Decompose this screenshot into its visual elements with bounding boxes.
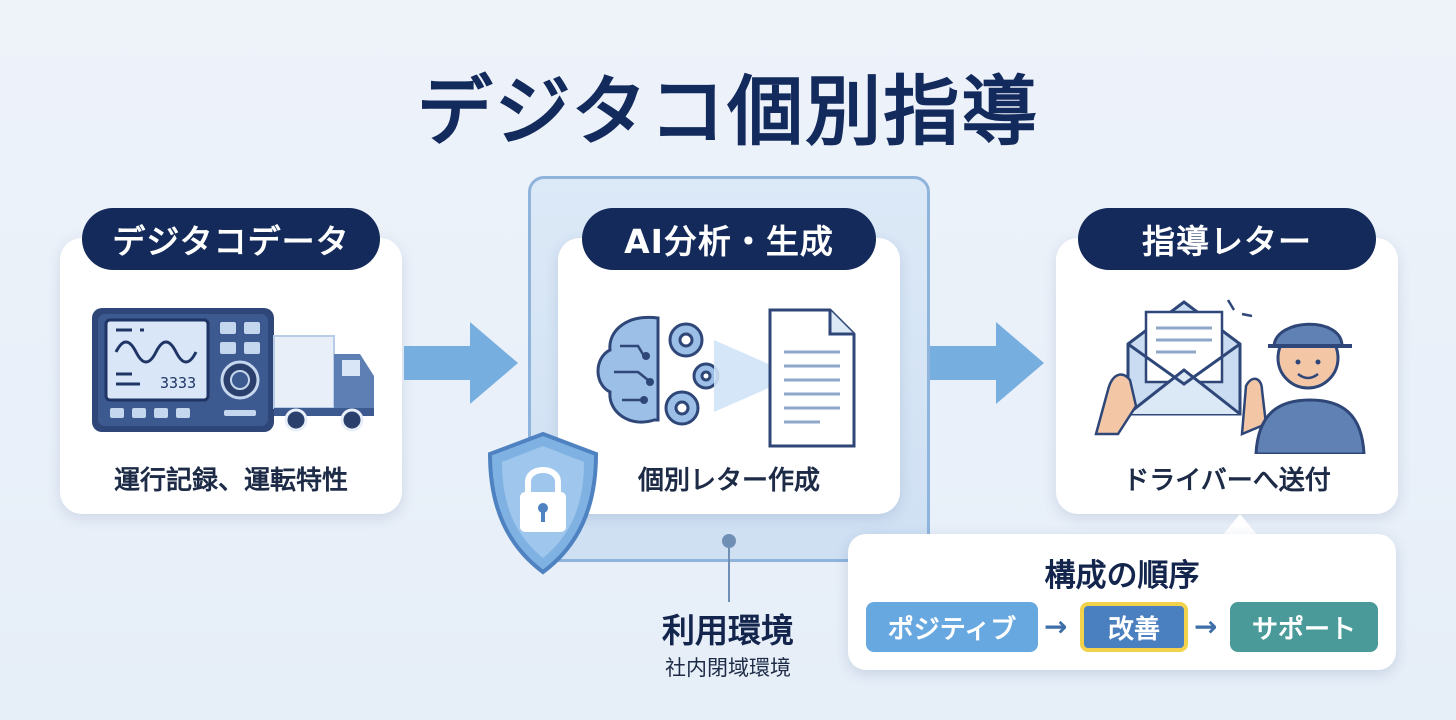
step-label-letter: 指導レター xyxy=(1078,208,1376,270)
flow-arrow-icon xyxy=(930,322,1044,404)
step-label-digitacho: デジタコデータ xyxy=(82,208,380,270)
callout-notch xyxy=(1222,514,1258,536)
device-display-number: 3333 xyxy=(160,374,196,392)
order-arrow: → xyxy=(1194,610,1218,643)
environment-title: 利用環境 xyxy=(662,611,794,650)
card-digitacho-data: 3333 運行記録、運転特性 xyxy=(60,238,402,514)
card-caption: 個別レター作成 xyxy=(637,466,820,496)
order-arrow: → xyxy=(1044,610,1068,643)
driver-avatar-icon xyxy=(1254,322,1366,454)
order-step-positive: ポジティブ xyxy=(866,602,1038,652)
flow-arrow-icon xyxy=(404,322,518,404)
order-step-support: サポート xyxy=(1230,602,1378,652)
tachograph-device-icon: 3333 xyxy=(92,308,374,432)
envelope-letter-icon xyxy=(1094,299,1366,454)
card-caption: 運行記録、運転特性 xyxy=(113,466,348,496)
card-ai-analysis: 個別レター作成 xyxy=(558,238,900,514)
connector-line xyxy=(728,540,730,602)
order-step-improve: 改善 xyxy=(1080,602,1188,652)
brain-circuit-icon xyxy=(596,308,856,448)
card-caption: ドライバーへ送付 xyxy=(1123,466,1331,496)
order-title: 構成の順序 xyxy=(1044,558,1200,594)
truck-icon xyxy=(273,335,374,432)
document-icon xyxy=(768,308,856,448)
environment-subtitle: 社内閉域環境 xyxy=(665,656,791,680)
step-label-ai: AI分析・生成 xyxy=(582,208,876,270)
page-title: デジタコ個別指導 xyxy=(416,67,1040,156)
shield-lock-icon xyxy=(487,431,599,575)
gear-icon xyxy=(664,322,720,426)
card-guidance-letter: ドライバーへ送付 xyxy=(1056,238,1398,514)
